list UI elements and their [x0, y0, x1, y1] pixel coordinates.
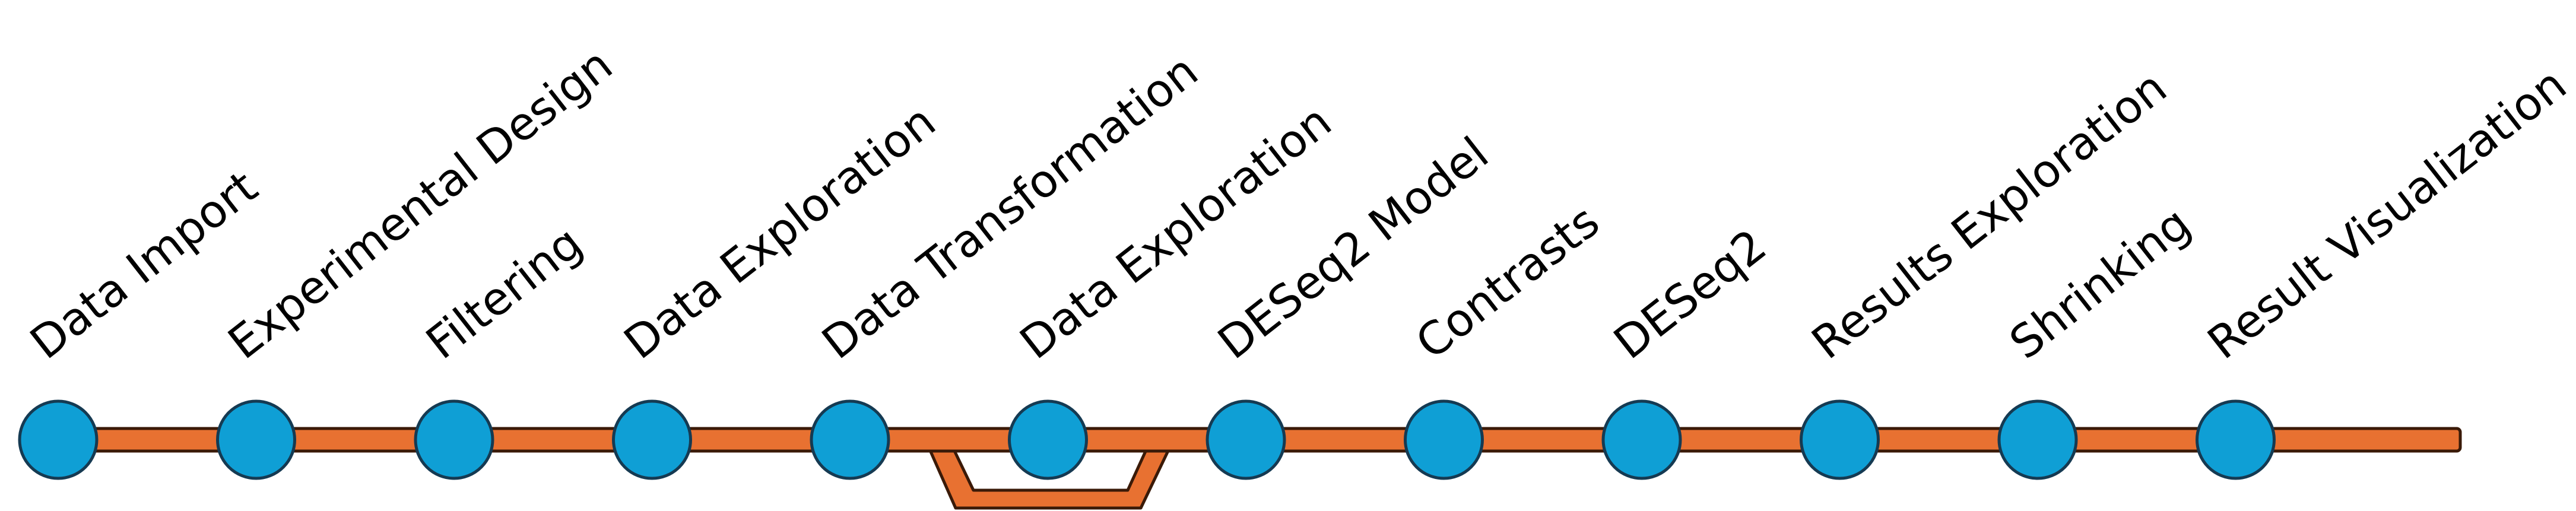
- step-node: [1997, 399, 2078, 480]
- step-node: [612, 399, 692, 480]
- step-node: [18, 399, 99, 480]
- step-label: Shrinking: [2000, 196, 2200, 369]
- step-label: Result Visualization: [2198, 58, 2576, 369]
- step-label: Filtering: [416, 216, 592, 369]
- step-node: [1601, 399, 1682, 480]
- step-node: [1205, 399, 1286, 480]
- step-label: Experimental Design: [218, 38, 622, 370]
- step-node: [1404, 399, 1484, 480]
- step-nodes: [18, 399, 2276, 480]
- step-label: Results Exploration: [1802, 61, 2177, 369]
- step-label: Contrasts: [1406, 195, 1609, 369]
- step-node: [1800, 399, 1880, 480]
- step-node: [414, 399, 494, 480]
- step-label: DESeq2: [1604, 218, 1776, 369]
- step-node: [2196, 399, 2276, 480]
- step-label: Data Transformation: [812, 44, 1207, 369]
- step-node: [810, 399, 890, 480]
- step-node: [1008, 399, 1088, 480]
- step-node: [216, 399, 296, 480]
